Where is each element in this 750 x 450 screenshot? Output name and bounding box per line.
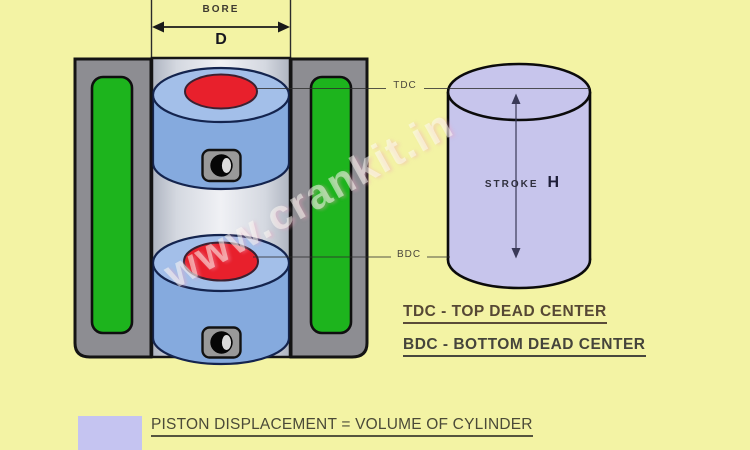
piston-pin-highlight-bdc	[221, 335, 232, 350]
stroke-label: STROKE	[484, 179, 539, 190]
combustion-charge-tdc	[184, 73, 258, 110]
displacement-legend-swatch	[78, 416, 142, 450]
swept-volume-cylinder	[446, 62, 592, 290]
bore-dimension-arrow	[152, 21, 290, 33]
displacement-equation: PISTON DISPLACEMENT = VOLUME OF CYLINDER	[151, 416, 533, 437]
bore-diameter-symbol: D	[215, 31, 227, 48]
bore-arrowhead-right	[278, 21, 290, 33]
coolant-passage-right	[309, 75, 353, 335]
tdc-marker-label: TDC	[386, 79, 424, 92]
piston-pin-bdc	[201, 326, 242, 359]
bore-arrowhead-left	[152, 21, 164, 33]
piston-pin-tdc	[201, 148, 242, 183]
piston-at-tdc	[151, 66, 291, 191]
cylinder-top-ellipse	[446, 62, 592, 122]
bore-label: BORE	[202, 4, 240, 15]
stroke-label-group: STROKE H	[462, 174, 582, 192]
tdc-definition: TDC - TOP DEAD CENTER	[403, 303, 607, 324]
piston-at-bdc	[151, 233, 291, 366]
bdc-marker-label: BDC	[391, 248, 427, 261]
combustion-charge-bdc	[183, 241, 259, 282]
stroke-dimension-arrow	[511, 93, 521, 259]
stroke-arrowhead-bottom	[511, 248, 521, 259]
stroke-arrowhead-top	[511, 93, 521, 104]
bdc-definition: BDC - BOTTOM DEAD CENTER	[403, 336, 646, 357]
coolant-passage-left	[90, 75, 134, 335]
piston-pin-highlight-tdc	[221, 158, 232, 173]
stroke-height-symbol: H	[547, 174, 560, 191]
